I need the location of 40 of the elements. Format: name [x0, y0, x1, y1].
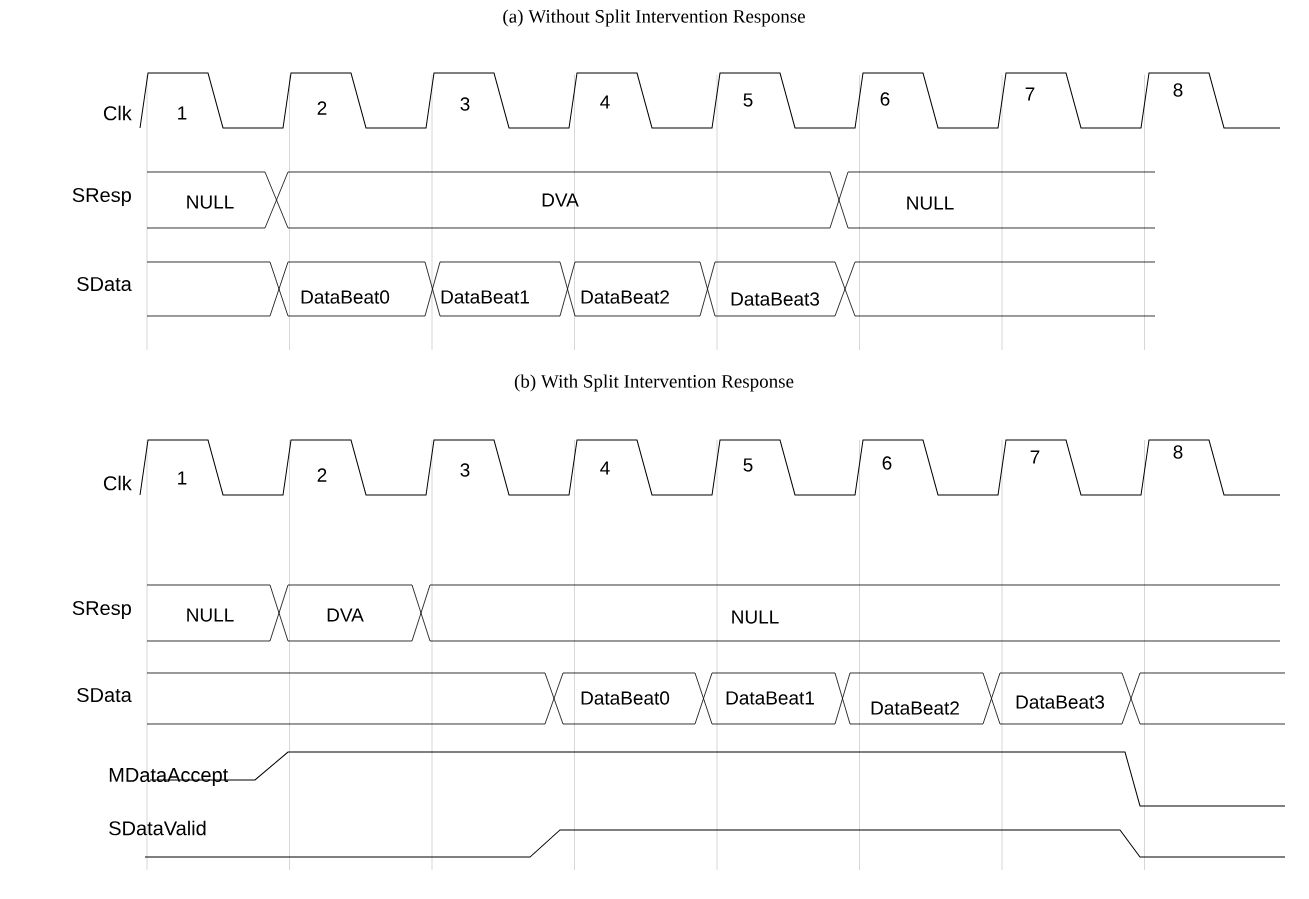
cycle-number: 6 [880, 92, 890, 106]
cycle-number: 3 [460, 463, 470, 477]
bus-value: DataBeat3 [1016, 695, 1105, 709]
bus-value: DataBeat1 [726, 691, 814, 705]
cycle-number: 2 [317, 101, 327, 115]
cycle-number: 4 [600, 461, 610, 475]
bus-value: NULL [907, 196, 954, 210]
bus-value: DataBeat1 [441, 290, 529, 304]
bus-value: DataBeat0 [581, 691, 670, 705]
bus-value: NULL [187, 195, 234, 209]
signal-name: Clk [103, 105, 132, 121]
signal-name: Clk [103, 475, 132, 491]
signal-name: SData [77, 687, 132, 703]
signal-name: SResp [72, 187, 131, 207]
cycle-number: 6 [882, 456, 892, 470]
panel-caption: (b) With Split Intervention Response [514, 374, 794, 392]
cycle-number: 7 [1025, 87, 1035, 101]
signal-name: SResp [72, 600, 131, 620]
cycle-number: 1 [178, 471, 187, 485]
bus-value: DataBeat0 [301, 290, 390, 304]
cycle-number: 8 [1173, 445, 1183, 459]
cycle-number: 8 [1173, 83, 1183, 97]
cycle-number: 1 [178, 106, 187, 120]
cycle-number: 2 [317, 468, 327, 482]
cycle-number: 5 [743, 93, 753, 107]
cycle-number: 7 [1030, 450, 1040, 464]
cycle-number: 5 [743, 458, 753, 472]
bus-value: NULL [187, 608, 234, 622]
bus-value: NULL [732, 610, 779, 624]
bus-value: DataBeat2 [581, 290, 669, 304]
panel-caption: (a) Without Split Intervention Response [503, 9, 805, 27]
signal-name: MDataAccept [109, 768, 229, 786]
bus-value: DVA [542, 193, 579, 207]
signal-name: SDataValid [109, 820, 206, 836]
bus-value: DVA [327, 608, 364, 622]
signal-name: SData [77, 276, 132, 292]
cycle-number: 4 [600, 95, 610, 109]
cycle-number: 3 [460, 97, 470, 111]
bus-value: DataBeat2 [871, 701, 959, 715]
bus-value: DataBeat3 [731, 292, 820, 306]
